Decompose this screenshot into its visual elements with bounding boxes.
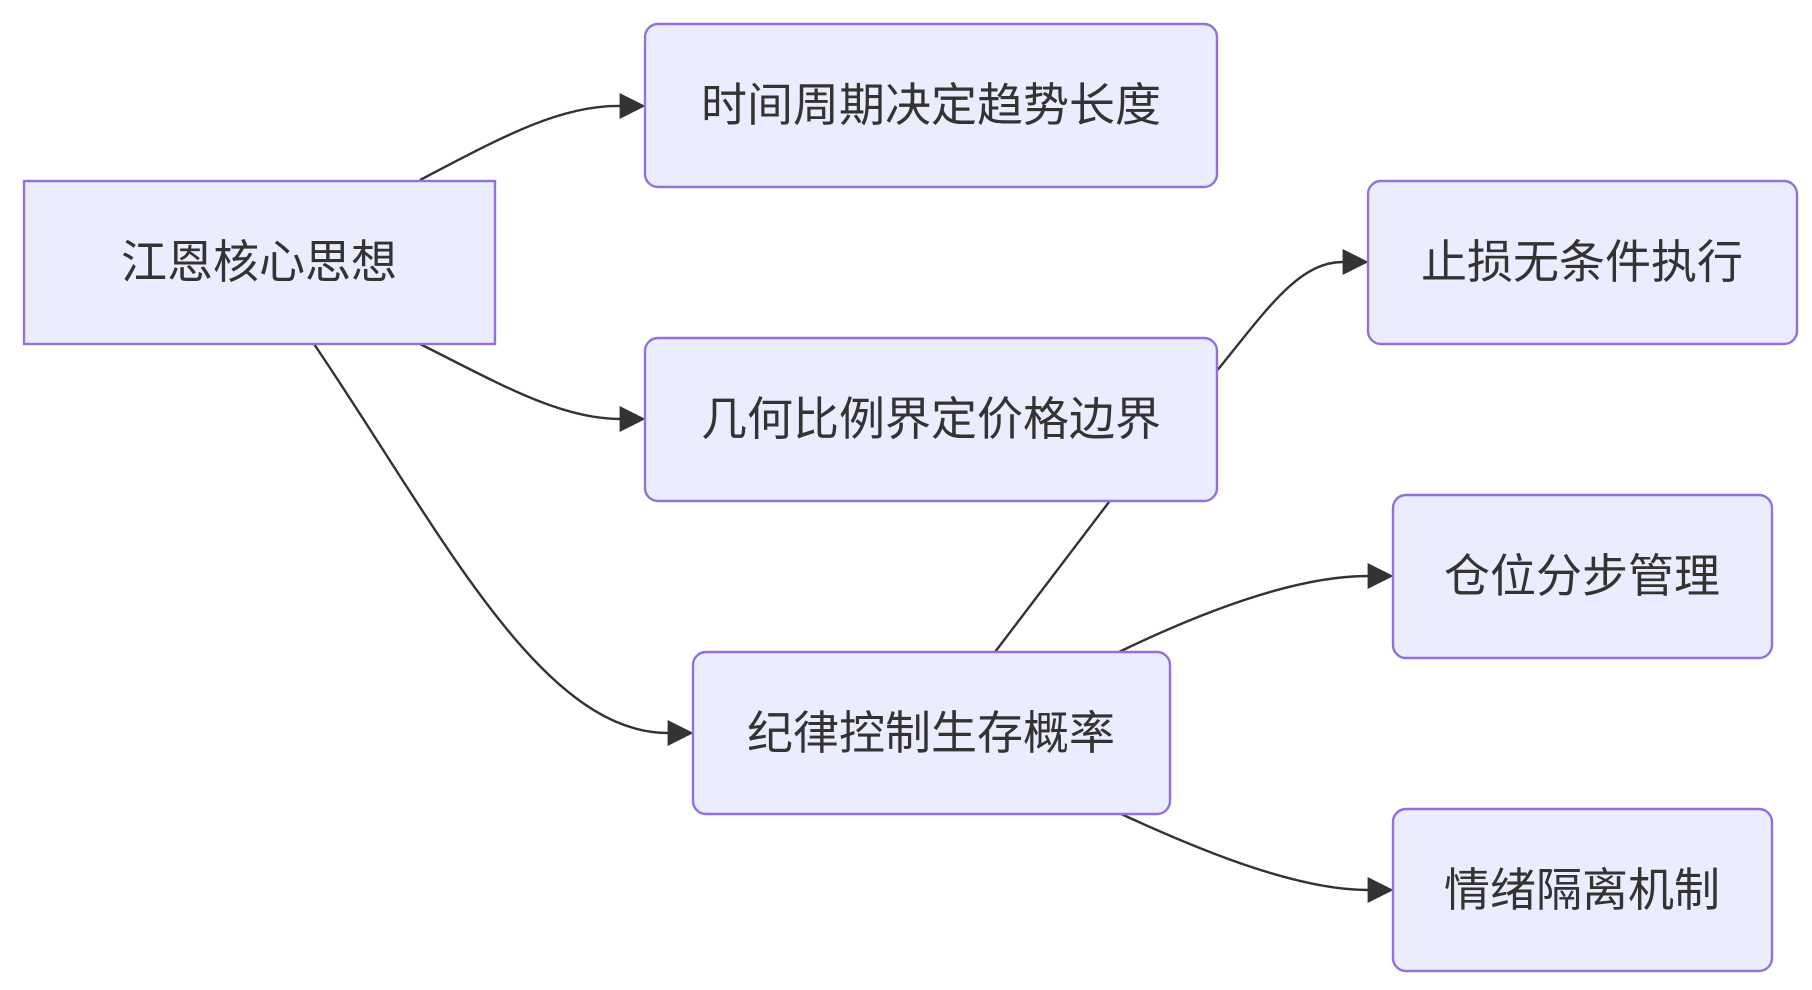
node-time-label: 时间周期决定趋势长度 bbox=[701, 78, 1161, 132]
edge-discipline-to-position bbox=[1118, 563, 1394, 654]
node-geometry-label: 几何比例界定价格边界 bbox=[701, 392, 1161, 446]
node-discipline[interactable]: 纪律控制生存概率 bbox=[691, 650, 1172, 816]
node-root-label: 江恩核心思想 bbox=[121, 235, 397, 289]
node-stoploss[interactable]: 止损无条件执行 bbox=[1366, 179, 1799, 346]
node-discipline-label: 纪律控制生存概率 bbox=[747, 706, 1115, 760]
node-time[interactable]: 时间周期决定趋势长度 bbox=[643, 22, 1219, 189]
edge-discipline-to-emotion bbox=[1118, 811, 1394, 903]
node-root-box bbox=[22, 179, 497, 346]
node-position[interactable]: 仓位分步管理 bbox=[1391, 493, 1774, 660]
node-geometry[interactable]: 几何比例界定价格边界 bbox=[643, 336, 1219, 503]
edge-root-to-geometry bbox=[419, 342, 646, 432]
edge-root-to-discipline bbox=[313, 343, 694, 746]
node-time-box bbox=[643, 22, 1219, 189]
node-stoploss-label: 止损无条件执行 bbox=[1421, 235, 1743, 289]
node-stoploss-box bbox=[1366, 179, 1799, 346]
node-discipline-box bbox=[691, 650, 1172, 816]
node-position-label: 仓位分步管理 bbox=[1444, 549, 1720, 603]
edge-discipline-to-stoploss bbox=[994, 249, 1369, 653]
edges bbox=[313, 93, 1394, 903]
node-emotion-box bbox=[1391, 807, 1774, 973]
edge-root-to-time bbox=[419, 93, 646, 182]
node-geometry-box bbox=[643, 336, 1219, 503]
node-emotion[interactable]: 情绪隔离机制 bbox=[1391, 807, 1774, 973]
node-root[interactable]: 江恩核心思想 bbox=[22, 179, 497, 346]
node-position-box bbox=[1391, 493, 1774, 660]
node-emotion-label: 情绪隔离机制 bbox=[1444, 863, 1720, 917]
